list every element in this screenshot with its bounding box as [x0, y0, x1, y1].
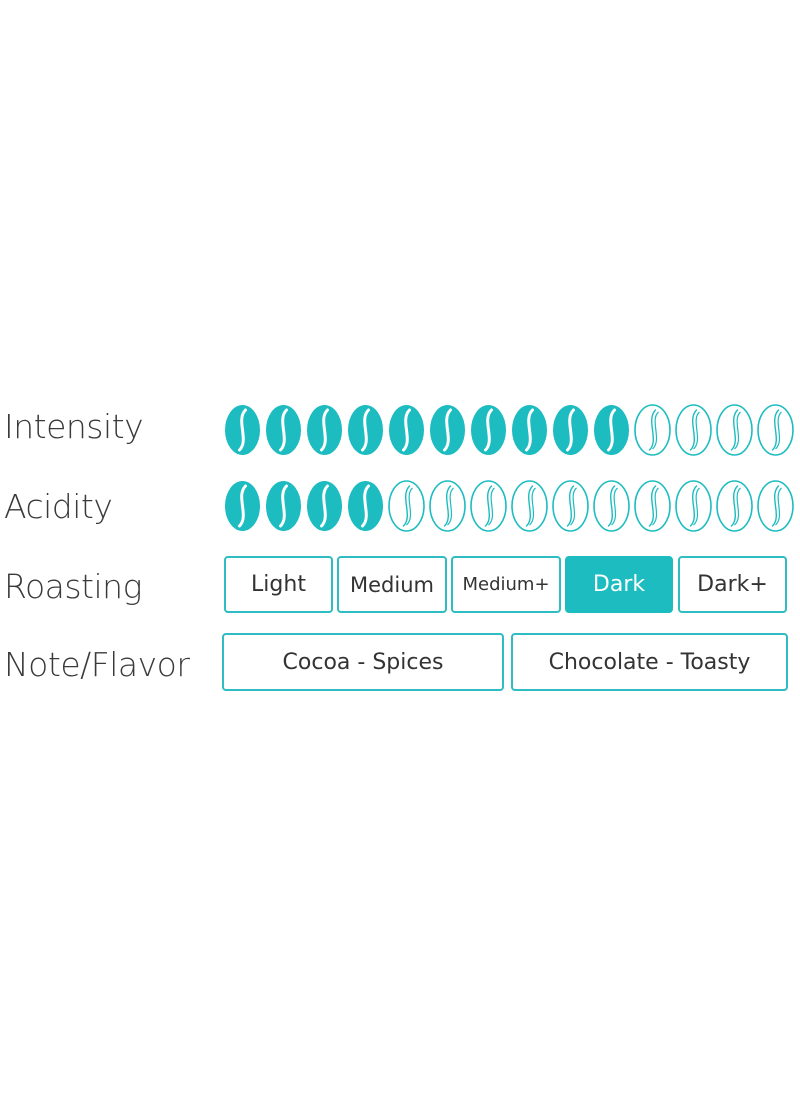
intensity-empty-coffee-bean-icon	[757, 404, 794, 456]
acidity-label: Acidity	[4, 487, 113, 526]
acidity-empty-coffee-bean-icon	[552, 480, 589, 532]
roast-option-dark: Dark	[565, 556, 673, 613]
acidity-filled-coffee-bean-icon	[266, 481, 301, 531]
intensity-filled-coffee-bean-icon	[553, 405, 588, 455]
acidity-filled-coffee-bean-icon	[307, 481, 342, 531]
intensity-filled-coffee-bean-icon	[348, 405, 383, 455]
intensity-rating	[222, 403, 798, 457]
intensity-filled-coffee-bean-icon	[307, 405, 342, 455]
acidity-empty-coffee-bean-icon	[716, 480, 753, 532]
flavor-note-chocolate-toasty: Chocolate - Toasty	[511, 633, 788, 691]
acidity-empty-coffee-bean-icon	[757, 480, 794, 532]
acidity-empty-coffee-bean-icon	[511, 480, 548, 532]
intensity-filled-coffee-bean-icon	[430, 405, 465, 455]
acidity-filled-coffee-bean-icon	[348, 481, 383, 531]
note-flavor-label: Note/Flavor	[4, 645, 190, 684]
intensity-empty-coffee-bean-icon	[675, 404, 712, 456]
intensity-filled-coffee-bean-icon	[266, 405, 301, 455]
intensity-empty-coffee-bean-icon	[634, 404, 671, 456]
roast-option-dark-plus: Dark+	[678, 556, 787, 613]
intensity-label: Intensity	[4, 407, 144, 446]
intensity-filled-coffee-bean-icon	[594, 405, 629, 455]
roast-option-medium: Medium	[337, 556, 447, 613]
roast-option-light: Light	[224, 556, 333, 613]
acidity-empty-coffee-bean-icon	[634, 480, 671, 532]
acidity-empty-coffee-bean-icon	[470, 480, 507, 532]
acidity-empty-coffee-bean-icon	[675, 480, 712, 532]
acidity-empty-coffee-bean-icon	[429, 480, 466, 532]
intensity-beans-svg	[225, 404, 794, 456]
acidity-empty-coffee-bean-icon	[388, 480, 425, 532]
intensity-empty-coffee-bean-icon	[716, 404, 753, 456]
acidity-empty-coffee-bean-icon	[593, 480, 630, 532]
intensity-filled-coffee-bean-icon	[471, 405, 506, 455]
roast-option-medium-plus: Medium+	[451, 556, 561, 613]
intensity-filled-coffee-bean-icon	[512, 405, 547, 455]
intensity-filled-coffee-bean-icon	[389, 405, 424, 455]
acidity-rating	[222, 479, 798, 533]
roasting-label: Roasting	[4, 567, 142, 606]
flavor-note-cocoa-spices: Cocoa - Spices	[222, 633, 504, 691]
intensity-filled-coffee-bean-icon	[225, 405, 260, 455]
acidity-beans-svg	[225, 480, 794, 532]
acidity-filled-coffee-bean-icon	[225, 481, 260, 531]
